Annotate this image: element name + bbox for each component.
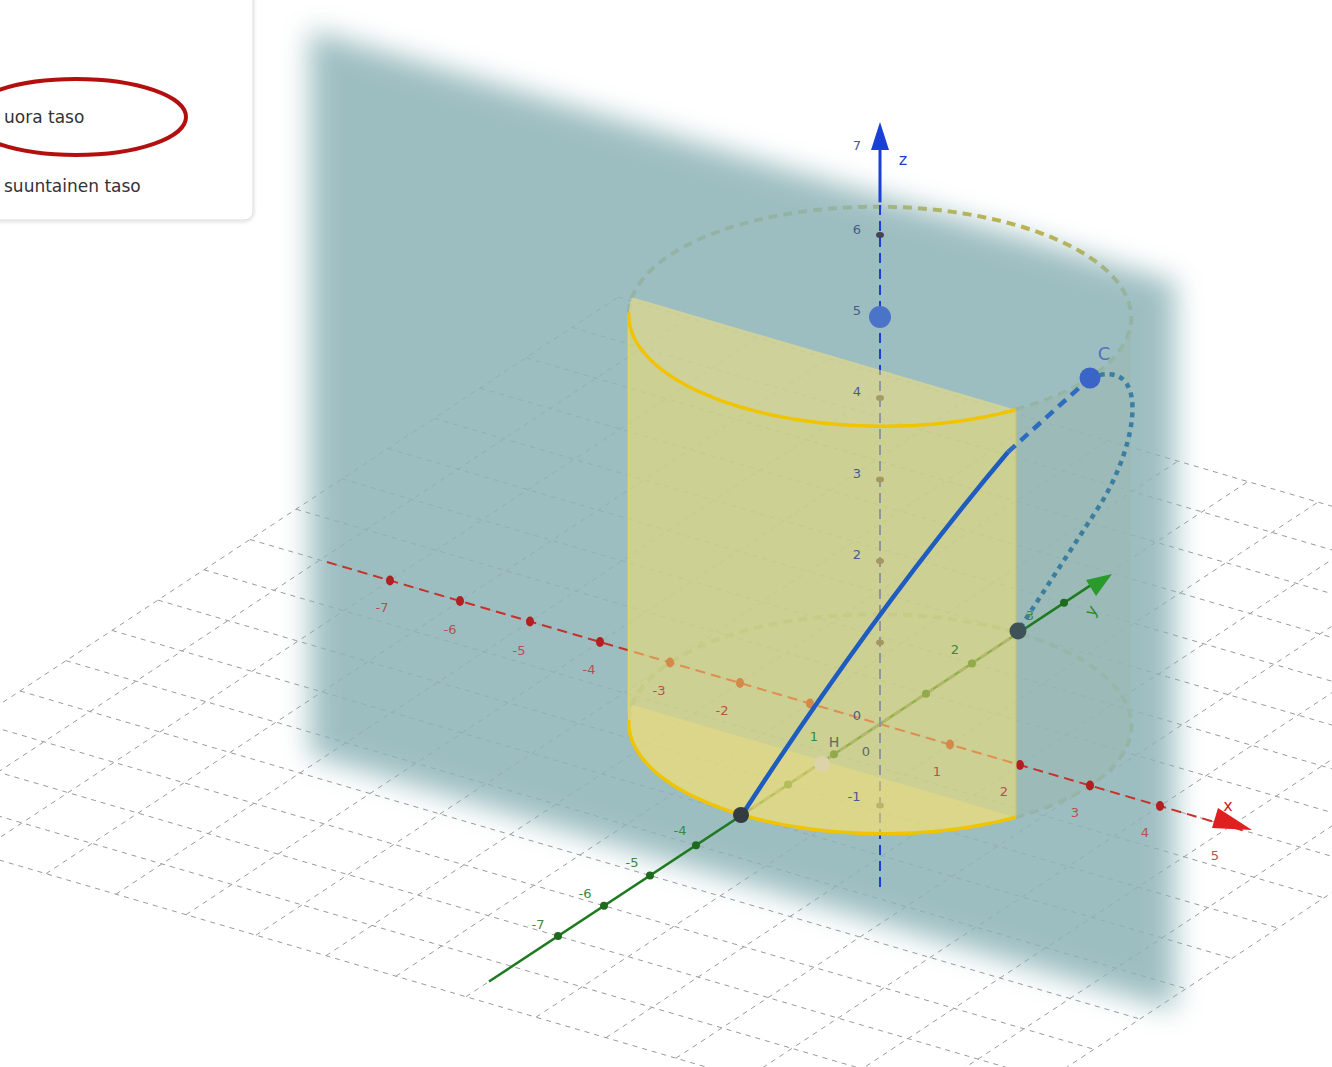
axis-label: x <box>1223 797 1232 815</box>
axis-label: 1 <box>810 730 818 745</box>
z-arrow <box>871 122 889 150</box>
axis-label: 3 <box>1071 806 1079 821</box>
axis-label: -4 <box>583 663 596 678</box>
tick-dot <box>692 841 700 849</box>
axis-label: -7 <box>376 601 389 616</box>
top-cap <box>629 297 1016 426</box>
curves <box>742 374 1133 815</box>
points <box>733 306 1101 823</box>
axes <box>327 122 1252 982</box>
highlight-ellipse <box>0 79 186 155</box>
axis-label: -5 <box>626 856 639 871</box>
axis-label: 1 <box>933 765 941 780</box>
point <box>1010 623 1027 640</box>
menu-panel <box>0 0 253 220</box>
axis-label: 0 <box>853 709 861 724</box>
tick-dot <box>600 902 608 910</box>
z-axis-top <box>879 145 882 202</box>
tick-dot <box>554 932 562 940</box>
axis-label: -6 <box>444 623 457 638</box>
tick-dot <box>1016 760 1024 770</box>
tick-dot <box>526 617 534 627</box>
axis-label: 3 <box>853 467 861 482</box>
axis-label: 2 <box>951 643 959 658</box>
point-c <box>1080 368 1101 389</box>
point-label: C <box>1098 344 1111 365</box>
axis-label: -7 <box>532 918 545 933</box>
bottom-cap <box>629 705 1016 834</box>
tick-dot <box>876 232 884 238</box>
axis-label: -1 <box>848 790 861 805</box>
axis-label: z <box>899 151 907 169</box>
tick-dot <box>1156 801 1164 811</box>
axis-label: 7 <box>853 139 861 154</box>
tick-dot <box>1086 781 1094 791</box>
tick-dot <box>646 872 654 880</box>
cut-edge <box>1015 410 1017 818</box>
point <box>733 807 749 823</box>
axis-label: -3 <box>653 684 666 699</box>
tick-dot <box>1060 599 1068 607</box>
silhouette <box>628 315 630 722</box>
axis-label: 2 <box>853 548 861 563</box>
axis-label: 6 <box>853 223 861 238</box>
blue-curve-hidden <box>1008 378 1090 452</box>
tick-dot <box>456 596 464 606</box>
point <box>869 306 891 328</box>
point-h <box>814 756 830 772</box>
axis-label: 5 <box>853 304 861 319</box>
axis-label: -2 <box>716 704 729 719</box>
axis-label: -4 <box>674 824 687 839</box>
axis-label: 5 <box>1211 849 1219 864</box>
dotted-curve <box>1018 374 1133 631</box>
axis-label: 0 <box>862 745 870 760</box>
axis-label: -5 <box>513 644 526 659</box>
cylinder-rim <box>629 313 1016 427</box>
menu-item: uora taso <box>4 108 84 128</box>
menu-item: suuntainen taso <box>4 177 141 197</box>
axis-label: -6 <box>579 887 592 902</box>
axis-label: 3 <box>1026 609 1034 624</box>
axis-label: 2 <box>1000 785 1008 800</box>
vertical-plane <box>310 30 1175 1010</box>
axis-label: 4 <box>1141 826 1149 841</box>
cylinder-rim <box>629 720 1016 834</box>
blue-curve <box>742 452 1008 815</box>
point-label: H <box>829 734 840 750</box>
axis-label: 4 <box>853 385 861 400</box>
panel-box <box>0 0 253 220</box>
tick-dot <box>596 637 604 647</box>
y-arrow <box>1086 574 1112 596</box>
cylinder-front <box>628 297 1015 833</box>
tick-dot <box>386 576 394 586</box>
